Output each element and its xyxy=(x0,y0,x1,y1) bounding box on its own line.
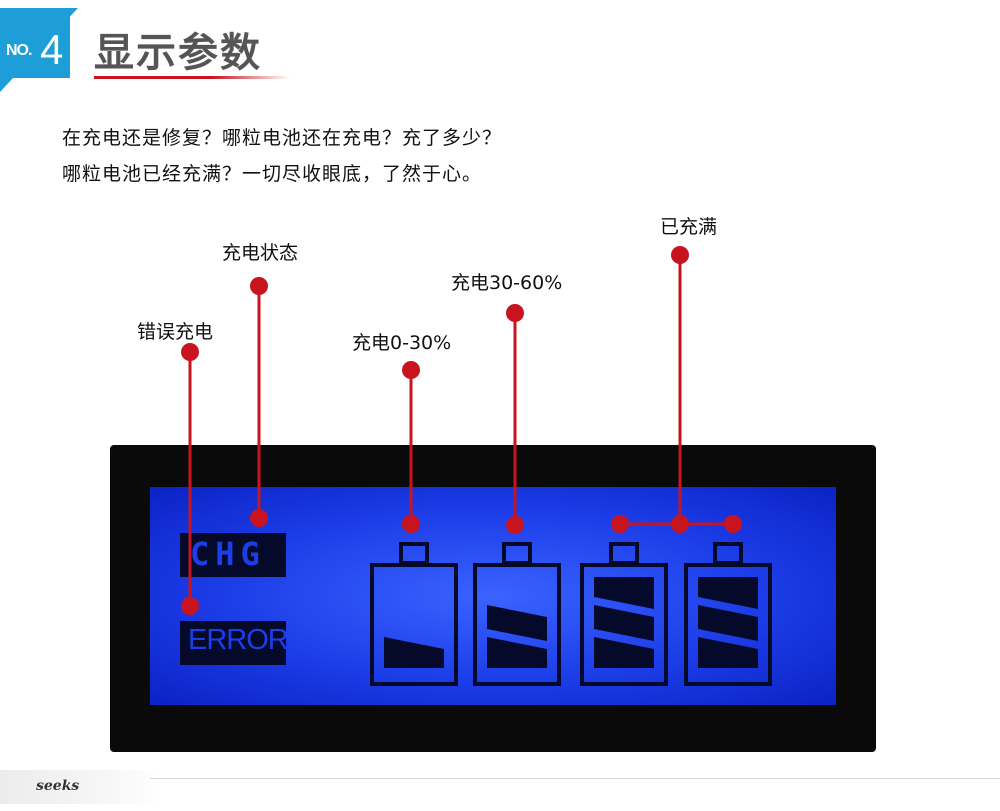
label-full: 已充满 xyxy=(660,216,718,238)
label-charge-status: 充电状态 xyxy=(222,242,299,264)
battery-level-bar xyxy=(698,577,758,609)
battery-level-bar xyxy=(487,637,547,668)
battery-terminal xyxy=(713,542,743,565)
battery-level-bar xyxy=(698,637,758,668)
callout-dot-30-60-top xyxy=(506,304,524,322)
callout-dot-full-right xyxy=(724,515,742,533)
badge-number: 4 xyxy=(40,26,64,73)
battery-level-bar xyxy=(384,637,444,668)
label-error-charge: 错误充电 xyxy=(137,321,214,343)
battery-body xyxy=(580,563,668,686)
callout-dot-status-bottom xyxy=(250,509,268,527)
error-text: ERROR xyxy=(188,624,289,656)
callout-dot-full-center xyxy=(671,515,689,533)
callout-dot-status-top xyxy=(250,277,268,295)
callout-dot-error-top xyxy=(181,343,199,361)
battery-1 xyxy=(370,542,458,686)
callout-dot-0-30-top xyxy=(402,361,420,379)
footer-logo: seeks xyxy=(36,778,80,794)
battery-level-bar xyxy=(594,605,654,641)
callout-lines xyxy=(181,246,742,615)
battery-terminal xyxy=(399,542,429,565)
callout-dot-30-60-bottom xyxy=(506,516,524,534)
callout-dot-0-30-bottom xyxy=(402,515,420,533)
battery-level-bar xyxy=(594,577,654,609)
error-segment xyxy=(180,621,286,665)
battery-4 xyxy=(684,542,772,686)
title-underline xyxy=(94,76,290,79)
description-line-1: 在充电还是修复？哪粒电池还在充电？充了多少？ xyxy=(62,127,503,149)
battery-terminal xyxy=(609,542,639,565)
battery-body xyxy=(370,563,458,686)
label-charge-0-30: 充电0-30% xyxy=(352,332,452,354)
callout-dot-full-top xyxy=(671,246,689,264)
section-badge: NO. 4 xyxy=(0,8,78,92)
callout-dot-full-left xyxy=(611,515,629,533)
battery-body xyxy=(684,563,772,686)
badge-no-text: NO. xyxy=(6,42,32,59)
label-charge-30-60: 充电30-60% xyxy=(451,272,563,294)
badge-corner xyxy=(0,8,78,92)
battery-3 xyxy=(580,542,668,686)
description-line-2: 哪粒电池已经充满？一切尽收眼底，了然于心。 xyxy=(62,163,483,185)
chg-segment xyxy=(180,533,286,577)
footer-bar xyxy=(0,770,160,804)
battery-body xyxy=(473,563,561,686)
battery-level-bar xyxy=(487,605,547,641)
battery-group xyxy=(370,542,772,686)
section-title: 显示参数 xyxy=(94,30,262,76)
callout-dot-error-bottom xyxy=(181,597,199,615)
battery-terminal xyxy=(502,542,532,565)
chg-text: CHG xyxy=(190,535,266,573)
battery-level-bar xyxy=(594,637,654,668)
battery-2 xyxy=(473,542,561,686)
battery-level-bar xyxy=(698,605,758,641)
footer-divider xyxy=(150,778,1000,779)
